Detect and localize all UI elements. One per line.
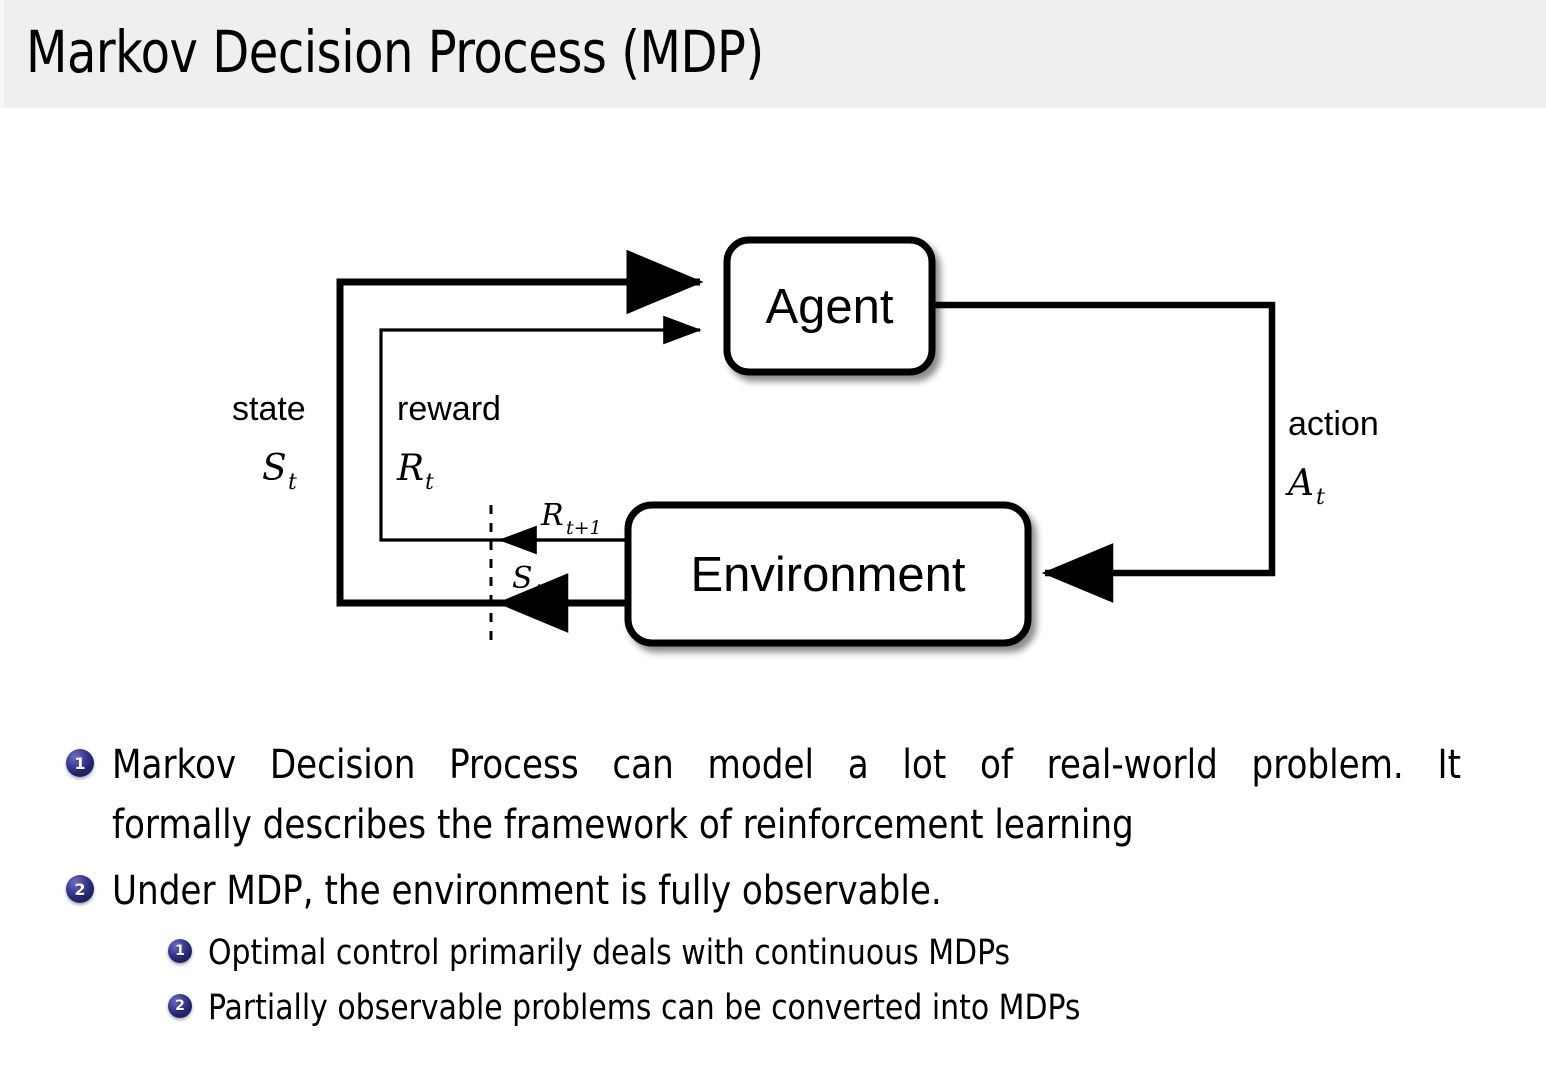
label-next-reward-symbol: R [540, 498, 564, 533]
bullet-list: 1 Markov Decision Process can model a lo… [0, 735, 1546, 1037]
bullet-text: Under MDP, the environment is fully obse… [112, 868, 942, 914]
bullet-text: Markov Decision Process can model a lot … [112, 735, 1461, 855]
bullet-line-1: Markov Decision Process can model a lot … [112, 742, 1461, 788]
agent-environment-diagram: Agent Environment state S t reward R t a… [0, 130, 1546, 690]
label-next-state: S t+1 [512, 561, 571, 602]
sub-bullet-number-badge: 1 [168, 939, 192, 963]
edge-reward [379, 315, 702, 555]
label-reward-symbol: R [396, 448, 424, 489]
label-action: action A t [1285, 405, 1379, 510]
label-state-text: state [232, 390, 306, 428]
list-item: 2 Partially observable problems can be c… [0, 982, 1546, 1035]
bullet-number-badge: 2 [66, 875, 94, 903]
slide-header: Markov Decision Process (MDP) [0, 0, 1546, 108]
bullet-line-2: formally describes the framework of rein… [112, 802, 1134, 848]
node-environment-label: Environment [690, 548, 965, 602]
label-action-symbol: A [1285, 463, 1314, 504]
label-state: state S t [232, 390, 306, 495]
edge-action [932, 301, 1276, 603]
sub-bullet-text: Partially observable problems can be con… [208, 988, 1081, 1028]
label-next-state-subscript: t+1 [535, 580, 571, 602]
node-agent-label: Agent [765, 280, 893, 334]
node-environment[interactable]: Environment [624, 501, 1032, 647]
label-next-reward: R t+1 [540, 498, 602, 539]
edge-state [336, 249, 704, 633]
label-reward-subscript: t [425, 470, 434, 495]
label-action-text: action [1288, 405, 1379, 443]
list-item: 2 Under MDP, the environment is fully ob… [0, 861, 1546, 921]
list-item: 1 Optimal control primarily deals with c… [0, 927, 1546, 980]
label-reward-text: reward [397, 390, 501, 428]
node-agent[interactable]: Agent [723, 236, 936, 376]
label-action-subscript: t [1316, 485, 1325, 510]
label-reward: reward R t [396, 390, 501, 495]
sub-bullet-text: Optimal control primarily deals with con… [208, 933, 1011, 973]
page-title: Markov Decision Process (MDP) [26, 18, 764, 86]
label-state-subscript: t [288, 470, 297, 495]
list-item: 1 Markov Decision Process can model a lo… [0, 735, 1546, 855]
bullet-number-badge: 1 [66, 749, 94, 777]
label-next-reward-subscript: t+1 [566, 517, 602, 539]
label-state-symbol: S [262, 448, 287, 489]
label-next-state-symbol: S [512, 561, 533, 596]
sub-bullet-number-badge: 2 [168, 994, 192, 1018]
